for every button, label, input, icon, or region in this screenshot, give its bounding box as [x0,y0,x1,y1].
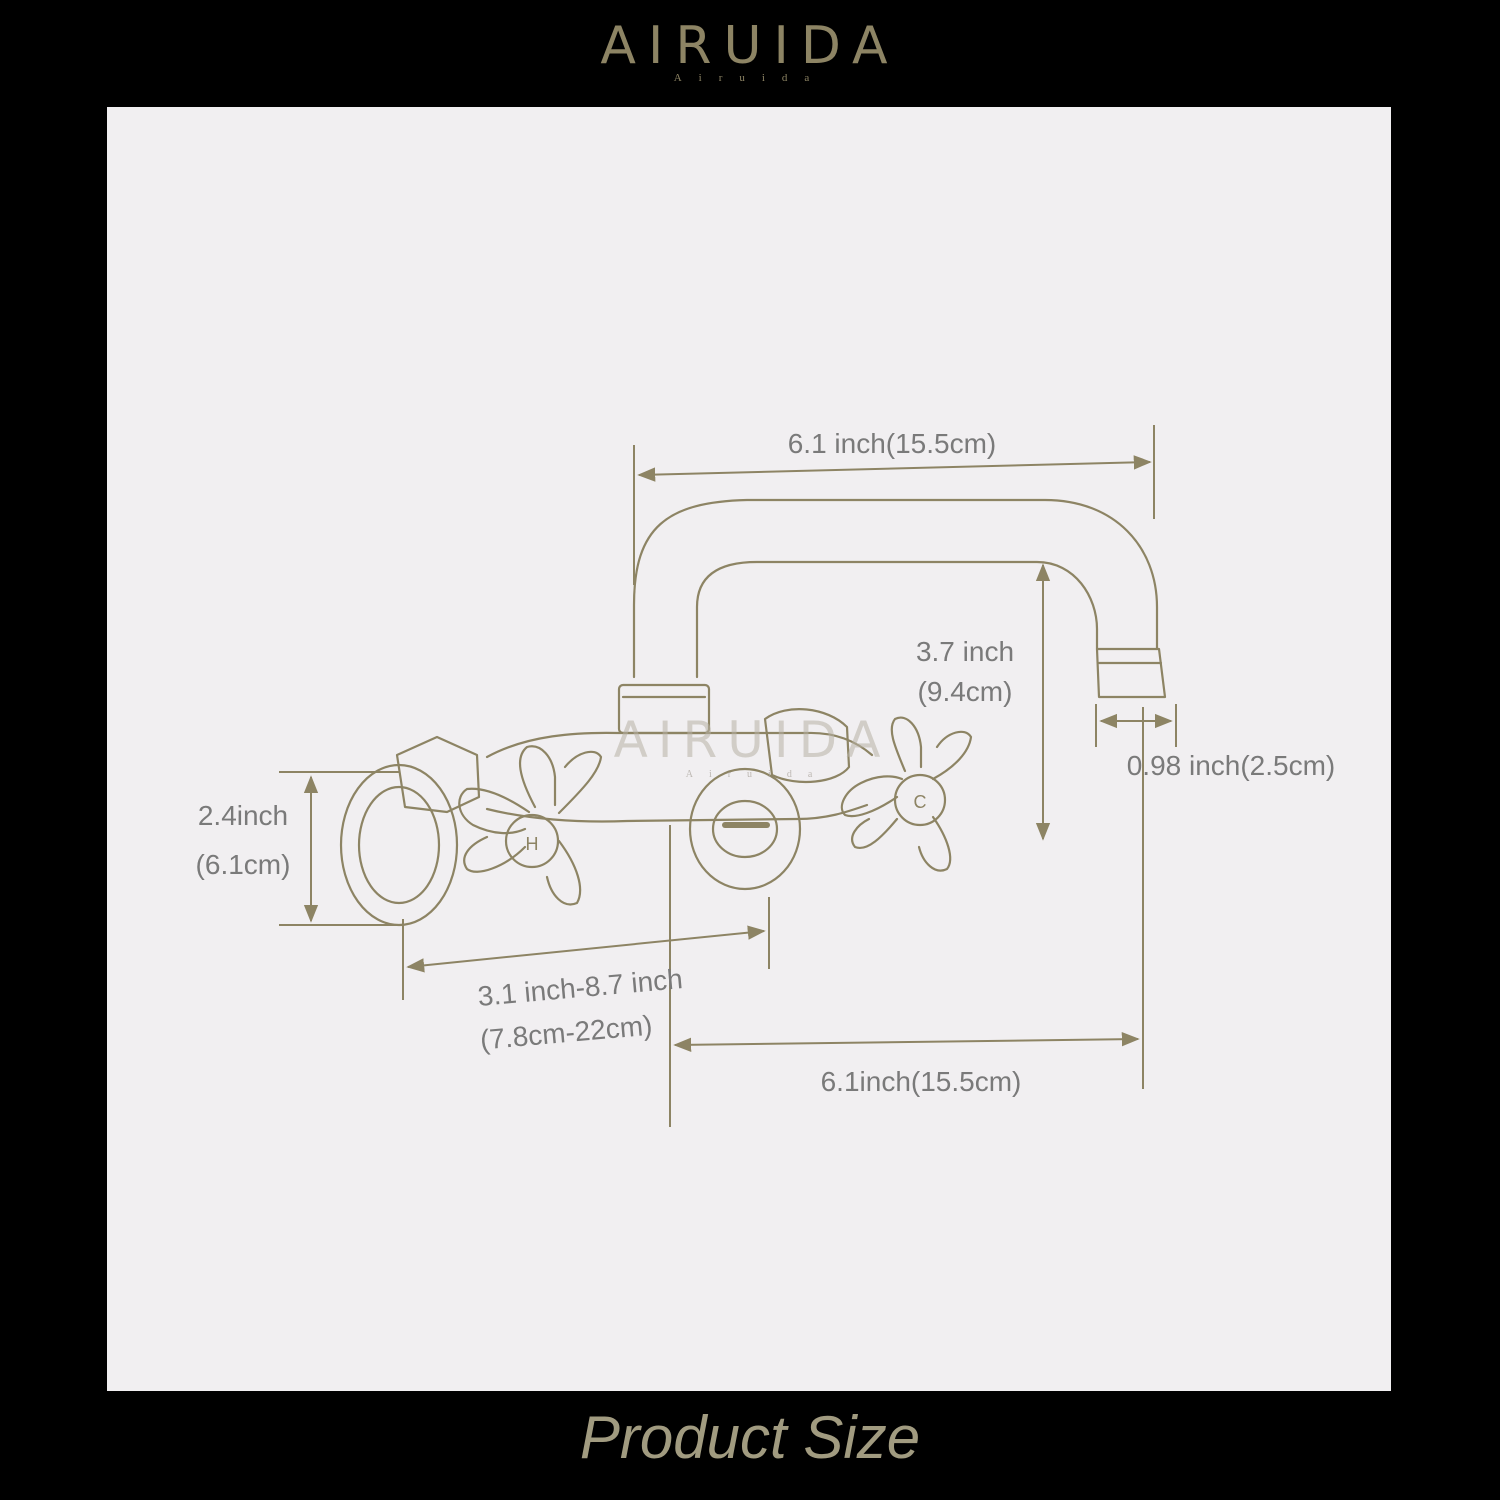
spout-tube [632,498,1159,679]
cold-label: C [914,792,927,812]
right-hex-nut [763,708,851,784]
brand-logo: AIRUIDA Airuida [0,16,1500,84]
spout-tube-inner [695,560,1099,679]
cold-cross-handle [840,716,973,872]
wall-to-outlet-line [673,1032,1140,1052]
outlet-diameter-label: 0.98 inch(2.5cm) [1127,750,1336,781]
center-spacing-line [406,925,766,973]
brand-subtitle: Airuida [673,72,827,84]
right-wall-flange [688,767,802,891]
watermark-subtitle: Airuida [686,769,829,780]
left-hex-nut [395,735,481,814]
dimension-lines [279,425,1177,1127]
wall-to-outlet-label: 6.1inch(15.5cm) [821,1066,1022,1097]
spout-reach-label: 6.1 inch(15.5cm) [788,428,997,459]
body-height-label-1: 2.4inch [198,800,288,831]
body-height-label-2: (6.1cm) [196,849,291,880]
diagram-panel: H C AIRUIDA Airuida [107,107,1391,1391]
faucet-dimension-diagram: H C AIRUIDA Airuida [196,425,1336,1127]
spout-reach-line [637,455,1152,482]
center-spacing-label-1: 3.1 inch-8.7 inch [476,963,683,1012]
watermark-name: AIRUIDA [614,711,891,769]
product-size-caption: Product Size [579,1404,921,1471]
hot-label: H [526,834,539,854]
spout-height-label-1: 3.7 inch [916,636,1014,667]
hot-cross-handle [458,745,603,906]
brand-name: AIRUIDA [600,16,900,76]
spout-height-label-2: (9.4cm) [918,676,1013,707]
spout-outlet [1095,647,1167,699]
faucet-outline [339,498,1167,927]
center-spacing-label-2: (7.8cm-22cm) [479,1010,654,1056]
